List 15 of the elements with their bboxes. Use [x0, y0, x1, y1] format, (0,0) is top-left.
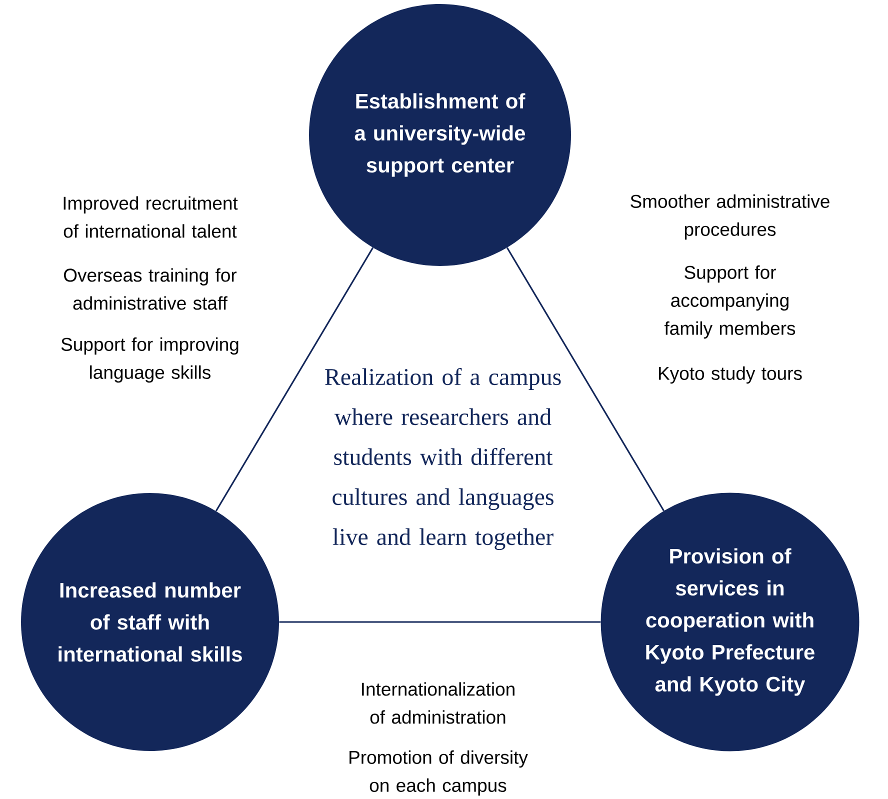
circle-node: Establishment of a university-wide support center — [309, 4, 571, 266]
item-text: Improved recruitment of international talent — [64, 196, 238, 238]
center-text: Realization of a campus where researchers and students with different cultures and languages live and learn together — [325, 368, 561, 550]
connector-line — [279, 621, 601, 623]
item-text: Support for accompanying family members — [664, 265, 796, 339]
item-text: Promotion of diversity on each campus — [350, 750, 528, 796]
item-text: Support for improving language skills — [61, 337, 238, 383]
connector-line — [215, 247, 374, 512]
item-text: Kyoto study tours — [659, 366, 802, 384]
connector-line — [506, 247, 664, 512]
circle-node: Provision of services in cooperation with Kyoto Prefecture and Kyoto City — [600, 492, 860, 752]
item-text: Internationalization of administration — [362, 682, 514, 724]
item-text: Overseas training for administrative staff — [64, 268, 237, 310]
item-text: Smoother administrative procedures — [630, 194, 830, 240]
circle-node: Increased number of staff with international skills — [21, 493, 279, 751]
